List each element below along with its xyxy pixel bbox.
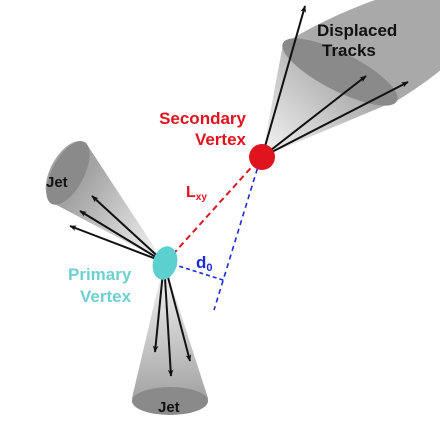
jet-track <box>79 210 165 263</box>
displaced-tracks <box>261 5 409 158</box>
displaced-track <box>261 5 306 158</box>
d0-subscript: 0 <box>206 262 212 274</box>
upper-left-jet-cone <box>45 140 164 262</box>
jet-track <box>69 225 165 263</box>
secondary-jet-cone <box>262 0 440 157</box>
upper-left-jet-label: Jet <box>46 174 68 191</box>
primary-vertex-label-line1: Primary <box>68 265 132 284</box>
secondary-vertex-label-line1: Secondary <box>159 109 246 128</box>
bottom-cone-body <box>132 262 208 412</box>
primary-vertex-marker <box>152 246 178 280</box>
displaced-track <box>261 75 367 158</box>
displaced-track <box>261 81 409 158</box>
lxy-flight-line <box>165 159 259 263</box>
bottom-cone-mouth <box>132 387 208 415</box>
bottom-jet-label: Jet <box>158 399 180 416</box>
secondary-vertex-marker <box>249 144 275 170</box>
displaced-tracks-label-line1: Displaced <box>317 21 397 40</box>
displaced-tracks-label-line2: Tracks <box>322 41 376 60</box>
d0-label: d0 <box>196 253 213 274</box>
primary-vertex-label-line2: Vertex <box>80 287 132 306</box>
d0-track-extension-line <box>213 159 261 311</box>
lxy-subscript: xy <box>196 192 208 203</box>
jet-track <box>163 261 174 377</box>
secondary-cone-mouth <box>282 38 398 106</box>
d0-main: d <box>196 253 206 272</box>
bottom-jet-cone <box>132 262 208 415</box>
jet-track <box>91 195 165 263</box>
lxy-main: L <box>186 184 196 201</box>
secondary-vertex-label-line2: Vertex <box>195 130 247 149</box>
lxy-label: Lxy <box>186 184 207 203</box>
jet-track <box>163 261 192 362</box>
upper-left-jet-tracks <box>69 195 165 263</box>
upper-left-cone-mouth <box>46 141 90 205</box>
